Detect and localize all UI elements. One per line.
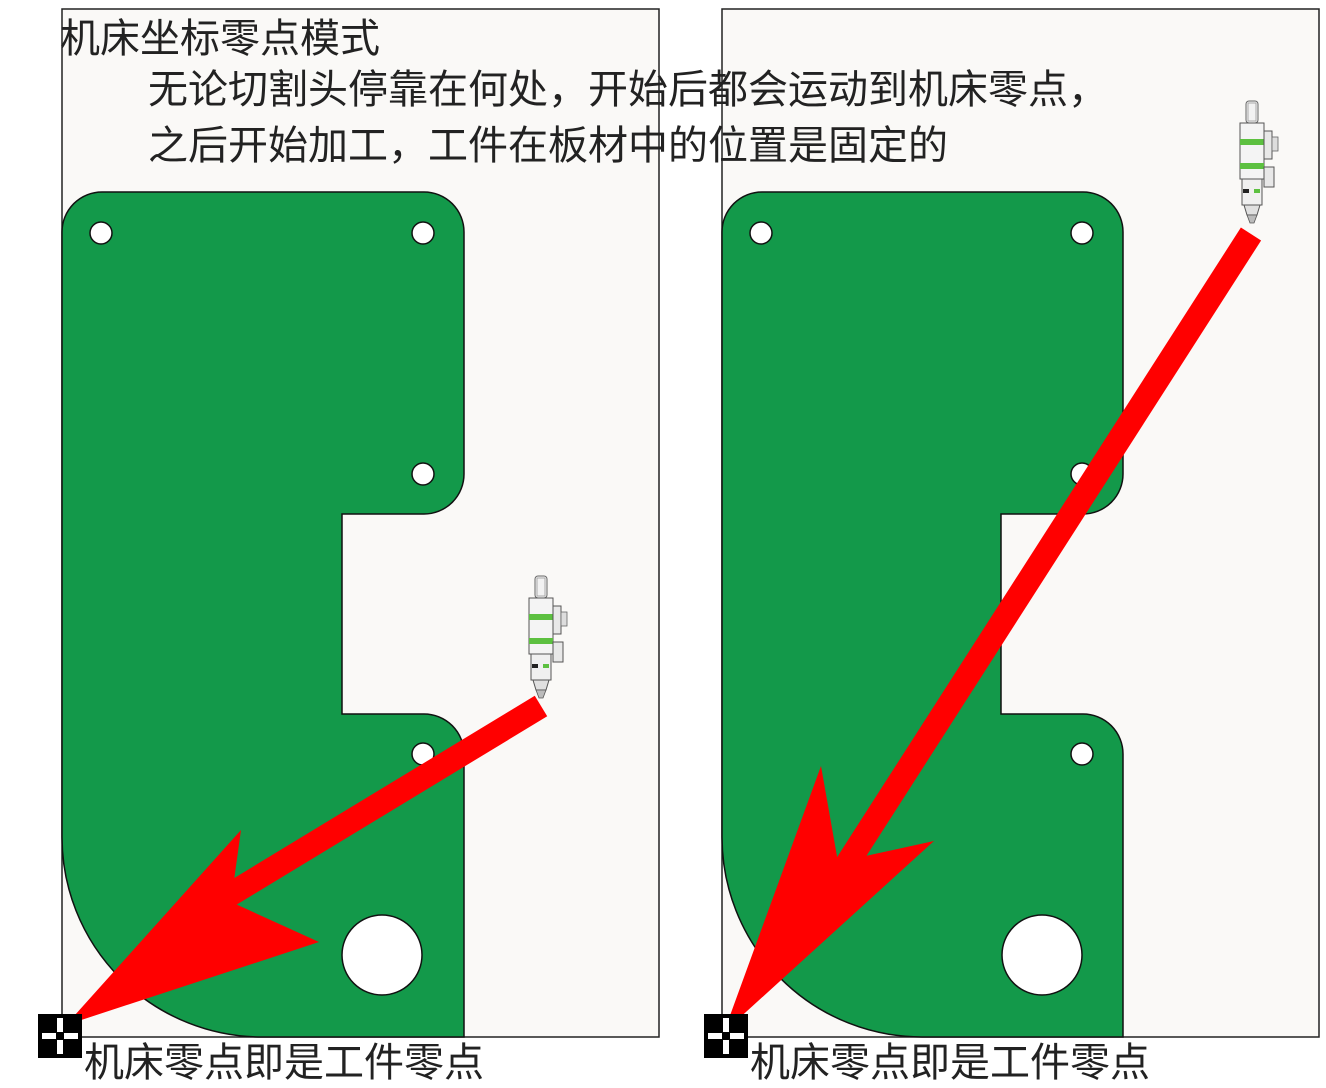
right-caption: 机床零点即是工件零点 — [750, 1040, 1150, 1086]
left-arrow-icon — [66, 695, 548, 1025]
left-hole-large — [341, 914, 423, 996]
right-panel — [704, 8, 1320, 1058]
origin-marker-icon — [38, 1014, 82, 1058]
right-hole-top-left — [749, 221, 773, 245]
right-arrow-icon — [724, 227, 1262, 1032]
left-hole-mid — [411, 462, 435, 486]
right-hole-large — [1001, 914, 1083, 996]
origin-marker-icon — [704, 1014, 748, 1058]
left-hole-top-right — [411, 221, 435, 245]
left-hole-top-left — [89, 221, 113, 245]
left-caption: 机床零点即是工件零点 — [84, 1040, 484, 1086]
description-line-2: 之后开始加工，工件在板材中的位置是固定的 — [148, 123, 948, 169]
description: 无论切割头停靠在何处，开始后都会运动到机床零点， 之后开始加工，工件在板材中的位… — [148, 62, 1108, 174]
right-hole-lower — [1070, 742, 1094, 766]
right-hole-top-right — [1070, 221, 1094, 245]
page-title: 机床坐标零点模式 — [60, 16, 380, 62]
description-line-1: 无论切割头停靠在何处，开始后都会运动到机床零点， — [148, 67, 1108, 113]
left-panel — [38, 8, 660, 1058]
